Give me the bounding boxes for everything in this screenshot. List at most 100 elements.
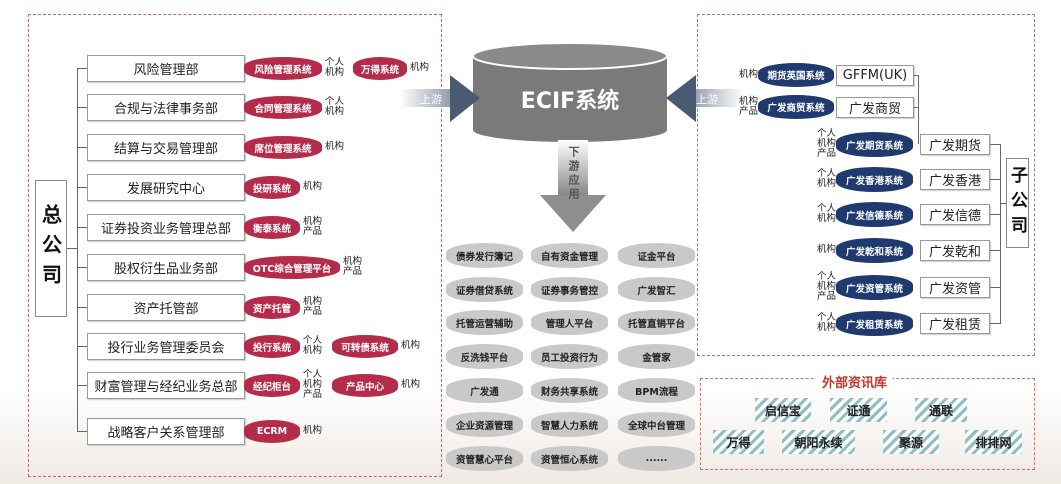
subsidiary-system-pill[interactable]: 广发资管系统 xyxy=(836,275,913,300)
hq-label-box: 总公司 xyxy=(35,180,67,317)
department-box[interactable]: 投行业务管理委员会 xyxy=(87,333,245,360)
branch xyxy=(990,323,1000,324)
tag: 产品 xyxy=(343,266,363,277)
department-box[interactable]: 财富管理与经纪业务总部 xyxy=(87,372,245,399)
downstream-app[interactable]: 广发通 xyxy=(446,378,523,403)
downstream-app[interactable]: 全球中台管理 xyxy=(618,412,695,437)
downstream-app[interactable]: 自有资金管理 xyxy=(531,243,608,268)
external-source[interactable]: 朝阳永续 xyxy=(782,430,855,454)
department-box[interactable]: 战略客户关系管理部 xyxy=(87,418,245,445)
tag: 机构 xyxy=(817,322,837,333)
subsidiary-system-pill[interactable]: 广发香港系统 xyxy=(836,167,913,192)
tag: 个人 xyxy=(303,369,323,380)
hq-system-pill[interactable]: ECRM xyxy=(244,420,300,443)
subsidiary-entity-box[interactable]: 广发期货 xyxy=(920,134,990,155)
subsidiary-entity-box[interactable]: 广发信德 xyxy=(920,204,990,225)
department-box[interactable]: 风险管理部 xyxy=(87,55,245,82)
downstream-app[interactable]: 企业资源管理 xyxy=(446,412,523,437)
ecif-cylinder xyxy=(472,42,668,142)
subsidiary-entity-box[interactable]: 广发商贸 xyxy=(836,97,914,118)
hq-system-pill[interactable]: 投研系统 xyxy=(244,176,300,199)
hq-system-pill[interactable]: 资产托管 xyxy=(244,296,300,319)
tag: 机构 xyxy=(303,296,323,307)
department-box[interactable]: 结算与交易管理部 xyxy=(87,134,245,161)
department-box[interactable]: 股权衍生品业务部 xyxy=(87,254,245,281)
downstream-app[interactable]: 智慧人力系统 xyxy=(531,412,608,437)
department-box[interactable]: 资产托管部 xyxy=(87,294,245,321)
tag: 个人 xyxy=(817,271,837,282)
downstream-app[interactable]: 反洗钱平台 xyxy=(446,344,523,369)
hq-system-pill[interactable]: 产品中心 xyxy=(332,374,398,397)
tag: 机构 xyxy=(817,178,837,189)
downstream-app[interactable]: 托管直销平台 xyxy=(618,310,695,335)
tag: 个人 xyxy=(303,335,323,346)
upstream-left-label: 上游 xyxy=(420,93,442,106)
upstream-right-arrow xyxy=(666,75,743,122)
tag: 产品 xyxy=(303,226,323,237)
downstream-app[interactable]: 广发智汇 xyxy=(618,277,695,302)
external-title: 外部资讯库 xyxy=(816,372,894,391)
downstream-app[interactable]: ...... xyxy=(618,446,695,471)
hq-system-pill[interactable]: 经纪柜台 xyxy=(244,374,300,397)
external-source[interactable]: 聚源 xyxy=(883,430,939,454)
tag-list: 机构 xyxy=(303,426,322,436)
branch xyxy=(990,179,1000,180)
tag: 机构 xyxy=(303,181,323,192)
downstream-app[interactable]: BPM流程 xyxy=(618,378,695,403)
branch xyxy=(78,227,88,228)
subsidiary-entity-box[interactable]: 广发租赁 xyxy=(920,313,990,334)
branch xyxy=(78,385,88,386)
department-box[interactable]: 发展研究中心 xyxy=(87,174,245,201)
external-source[interactable]: 通联 xyxy=(915,398,967,422)
department-box[interactable]: 证券投资业务管理总部 xyxy=(87,214,245,241)
department-box[interactable]: 合规与法律事务部 xyxy=(87,94,245,121)
subsidiary-system-pill[interactable]: 广发乾和系统 xyxy=(836,238,913,263)
subsidiary-entity-box[interactable]: 广发乾和 xyxy=(920,240,990,261)
downstream-app[interactable]: 金管家 xyxy=(618,344,695,369)
tag-list: 个人机构 xyxy=(325,97,344,117)
subsidiary-system-pill[interactable]: 广发商贸系统 xyxy=(758,95,834,119)
external-source[interactable]: 万得 xyxy=(713,430,764,454)
downstream-app[interactable]: 管理人平台 xyxy=(531,310,608,335)
subsidiary-system-pill[interactable]: 期货英国系统 xyxy=(758,63,834,87)
downstream-app[interactable]: 托管运营辅助 xyxy=(446,310,523,335)
branch xyxy=(914,75,919,76)
hq-system-pill[interactable]: 合同管理系统 xyxy=(244,96,322,119)
hq-system-pill[interactable]: 衡泰系统 xyxy=(244,216,300,239)
downstream-app[interactable]: 资管恒心系统 xyxy=(531,446,608,471)
downstream-app[interactable]: 证券借贷系统 xyxy=(446,277,523,302)
tag-list: 机构产品 xyxy=(303,297,322,317)
subsidiary-entity-box[interactable]: 广发香港 xyxy=(920,169,990,190)
external-source[interactable]: 排排网 xyxy=(965,430,1022,454)
subsidiary-system-pill[interactable]: 广发期货系统 xyxy=(836,132,913,157)
upstream-left-arrow xyxy=(400,75,480,122)
tag: 产品 xyxy=(817,148,837,159)
subsidiary-system-pill[interactable]: 广发信德系统 xyxy=(836,202,913,227)
tag-list: 机构 xyxy=(303,182,322,192)
hq-system-pill[interactable]: 可转债系统 xyxy=(332,335,398,358)
branch xyxy=(78,68,88,69)
external-source[interactable]: 证通 xyxy=(830,398,887,422)
hq-trunk xyxy=(77,68,78,432)
downstream-app[interactable]: 证券事务管控 xyxy=(531,277,608,302)
hq-system-pill[interactable]: OTC综合管理平台 xyxy=(244,256,340,279)
branch xyxy=(78,267,88,268)
external-source[interactable]: 启信宝 xyxy=(755,398,811,422)
hq-system-pill[interactable]: 投行系统 xyxy=(244,335,300,358)
tag: 机构 xyxy=(303,379,323,390)
tag-list: 机构 xyxy=(739,70,758,80)
hq-system-pill[interactable]: 席位管理系统 xyxy=(244,136,322,159)
hq-system-pill[interactable]: 万得系统 xyxy=(353,57,407,80)
downstream-app[interactable]: 员工投资行为 xyxy=(531,344,608,369)
subsidiary-entity-box[interactable]: 广发资管 xyxy=(920,277,990,298)
subsidiary-system-pill[interactable]: 广发租赁系统 xyxy=(836,311,913,336)
tag-list: 个人机构 xyxy=(817,169,836,189)
subsidiary-entity-box[interactable]: GFFM(UK) xyxy=(836,65,914,86)
downstream-app[interactable]: 财务共享系统 xyxy=(531,378,608,403)
downstream-app[interactable]: 资管慧心平台 xyxy=(446,446,523,471)
hq-system-pill[interactable]: 风险管理系统 xyxy=(244,57,322,80)
downstream-app[interactable]: 债券发行簿记 xyxy=(446,243,523,268)
downstream-label: 下游应用 xyxy=(567,146,580,202)
downstream-app[interactable]: 证金平台 xyxy=(618,243,695,268)
tag-list: 机构产品 xyxy=(303,217,322,237)
